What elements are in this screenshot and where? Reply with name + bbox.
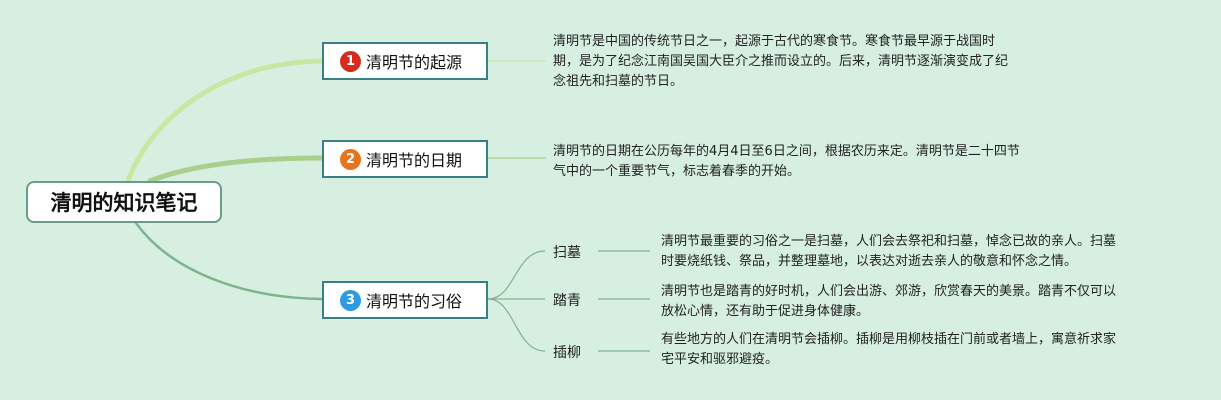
saomu-desc-line-2: 时要烧纸钱、祭品，并整理墓地，以表达对逝去亲人的敬意和怀念之情。 [661, 254, 1078, 269]
branch-connector-date [147, 155, 325, 184]
origin-desc-line-2: 期，是为了纪念江南国吴国大臣介之推而设立的。后来，清明节逐渐演变成了纪 [553, 54, 1009, 69]
date-desc-line-1: 清明节的日期在公历每年的4月4日至6日之间，根据农历来定。清明节是二十四节 [553, 144, 1020, 159]
date-description: 清明节的日期在公历每年的4月4日至6日之间，根据农历来定。清明节是二十四节 气中… [553, 142, 1020, 182]
saomu-desc-line-1: 清明节最重要的习俗之一是扫墓，人们会去祭祀和扫墓，悼念已故的亲人。扫墓 [661, 234, 1117, 249]
subtopic-taqing[interactable]: 踏青 [553, 293, 581, 309]
chaliu-desc-line-2: 宅平安和驱邪避疫。 [661, 352, 779, 367]
topic-date-label: 清明节的日期 [366, 151, 463, 170]
chaliu-desc-line-1: 有些地方的人们在清明节会插柳。插柳是用柳枝插在门前或者墙上，寓意祈求家 [661, 332, 1117, 347]
topic-customs[interactable]: 3 清明节的习俗 [322, 281, 488, 319]
origin-desc-line-3: 念祖先和扫墓的节日。 [553, 74, 684, 89]
topic-origin[interactable]: 1 清明节的起源 [322, 42, 488, 80]
topic-date[interactable]: 2 清明节的日期 [322, 140, 488, 178]
taqing-desc-line-2: 放松心情，还有助于促进身体健康。 [661, 304, 870, 319]
taqing-description: 清明节也是踏青的好时机，人们会出游、郊游，欣赏春天的美景。踏青不仅可以 放松心情… [661, 282, 1116, 322]
number-badge-3: 3 [340, 289, 361, 311]
branch-connector-customs [134, 221, 324, 301]
sub-connector-saomu [487, 250, 546, 300]
saomu-description: 清明节最重要的习俗之一是扫墓，人们会去祭祀和扫墓，悼念已故的亲人。扫墓 时要烧纸… [661, 232, 1116, 272]
taqing-desc-line-1: 清明节也是踏青的好时机，人们会出游、郊游，欣赏春天的美景。踏青不仅可以 [661, 284, 1117, 299]
topic-customs-label: 清明节的习俗 [366, 292, 463, 311]
branch-connector-origin [125, 58, 325, 184]
topic-origin-label: 清明节的起源 [366, 53, 463, 72]
number-badge-2: 2 [340, 148, 361, 170]
date-desc-line-2: 气中的一个重要节气，标志着春季的开始。 [553, 164, 801, 179]
root-topic[interactable]: 清明的知识笔记 [26, 181, 222, 223]
subtopic-saomu[interactable]: 扫墓 [553, 245, 581, 261]
subtopic-chaliu[interactable]: 插柳 [553, 345, 581, 361]
origin-desc-line-1: 清明节是中国的传统节日之一，起源于古代的寒食节。寒食节最早源于战国时 [553, 34, 996, 49]
origin-description: 清明节是中国的传统节日之一，起源于古代的寒食节。寒食节最早源于战国时 期，是为了… [553, 32, 1008, 92]
chaliu-description: 有些地方的人们在清明节会插柳。插柳是用柳枝插在门前或者墙上，寓意祈求家 宅平安和… [661, 330, 1116, 370]
number-badge-1: 1 [340, 50, 361, 72]
root-title: 清明的知识笔记 [50, 191, 198, 215]
sub-connector-chaliu [487, 298, 546, 352]
